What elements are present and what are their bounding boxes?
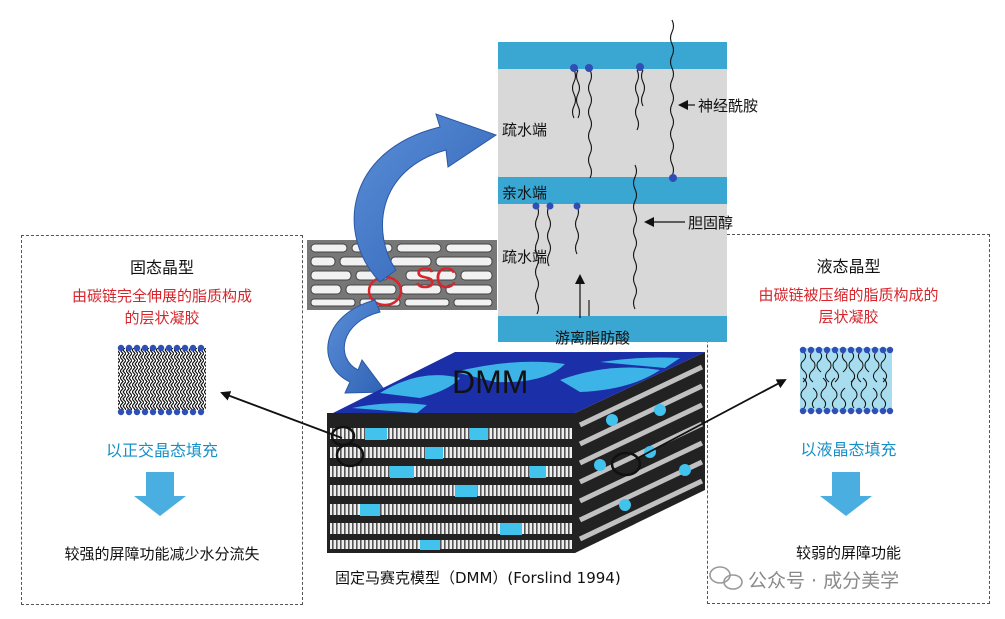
weak-barrier-text: 较弱的屏障功能 — [795, 544, 901, 562]
solid-crystal-title: 固态晶型 — [129, 258, 194, 277]
middle-hydrophilic-band — [498, 177, 727, 204]
liquid-crystal-panel: 液态晶型 由碳链被压缩的脂质构成的 层状凝胶 以液晶态填充 较弱的屏障功能 — [707, 234, 990, 604]
ceramide-label: 神经酰胺 — [698, 97, 759, 115]
dmm-highlight-circle-left — [335, 442, 365, 468]
lipid-chains — [534, 19, 675, 316]
arrow-to-solid-crystal — [220, 391, 343, 439]
hydrophobic-label-bottom: 疏水端 — [502, 248, 548, 266]
hydrophobic-label-top: 疏水端 — [502, 121, 548, 139]
stratum-corneum-strip — [307, 240, 497, 310]
lipid-head-groups — [532, 63, 677, 210]
liquid-crystal-desc-2: 层状凝胶 — [818, 308, 879, 326]
cholesterol-label: 胆固醇 — [688, 214, 734, 232]
lipid-bilayer-diagram — [498, 19, 727, 342]
liquid-crystal-fill-label: 以液晶态填充 — [800, 440, 897, 459]
dmm-block — [327, 352, 705, 553]
solid-down-arrow — [134, 472, 186, 516]
solid-crystal-desc-1: 由碳链完全伸展的脂质构成 — [71, 287, 252, 305]
solid-crystal-desc-2: 的层状凝胶 — [124, 309, 200, 327]
hydrophilic-label: 亲水端 — [502, 184, 548, 202]
solid-crystal-panel: 固态晶型 由碳链完全伸展的脂质构成 的层状凝胶 以正交晶态填充 较强的屏障功能减… — [21, 235, 303, 605]
top-hydrophilic-band — [498, 42, 727, 69]
zoom-arrow-to-dmm — [327, 299, 387, 394]
strong-barrier-text: 较强的屏障功能减少水分流失 — [64, 545, 260, 563]
arrow-to-liquid-crystal — [635, 379, 787, 460]
dmm-top-face — [333, 352, 705, 413]
wechat-icon — [709, 566, 743, 590]
liquid-crystal-desc-1: 由碳链被压缩的脂质构成的 — [758, 286, 939, 304]
orthorhombic-lamella-icon — [117, 344, 206, 416]
watermark-text: 公众号 · 成分美学 — [748, 570, 900, 592]
dmm-model-caption: 固定马赛克模型（DMM）(Forslind 1994) — [335, 569, 621, 587]
zoom-arrow-to-bilayer — [353, 113, 498, 283]
bottom-hydrophilic-band — [498, 316, 727, 342]
dmm-highlight-circle-right — [610, 451, 642, 477]
sc-label: SC — [415, 262, 457, 295]
liquid-down-arrow — [820, 472, 872, 516]
liquid-lamella-icon — [799, 346, 894, 415]
orthorhombic-fill-label: 以正交晶态填充 — [105, 441, 218, 460]
liquid-crystal-title: 液态晶型 — [816, 257, 881, 276]
dmm-label: DMM — [452, 364, 529, 400]
free-fatty-acid-label: 游离脂肪酸 — [555, 329, 631, 347]
